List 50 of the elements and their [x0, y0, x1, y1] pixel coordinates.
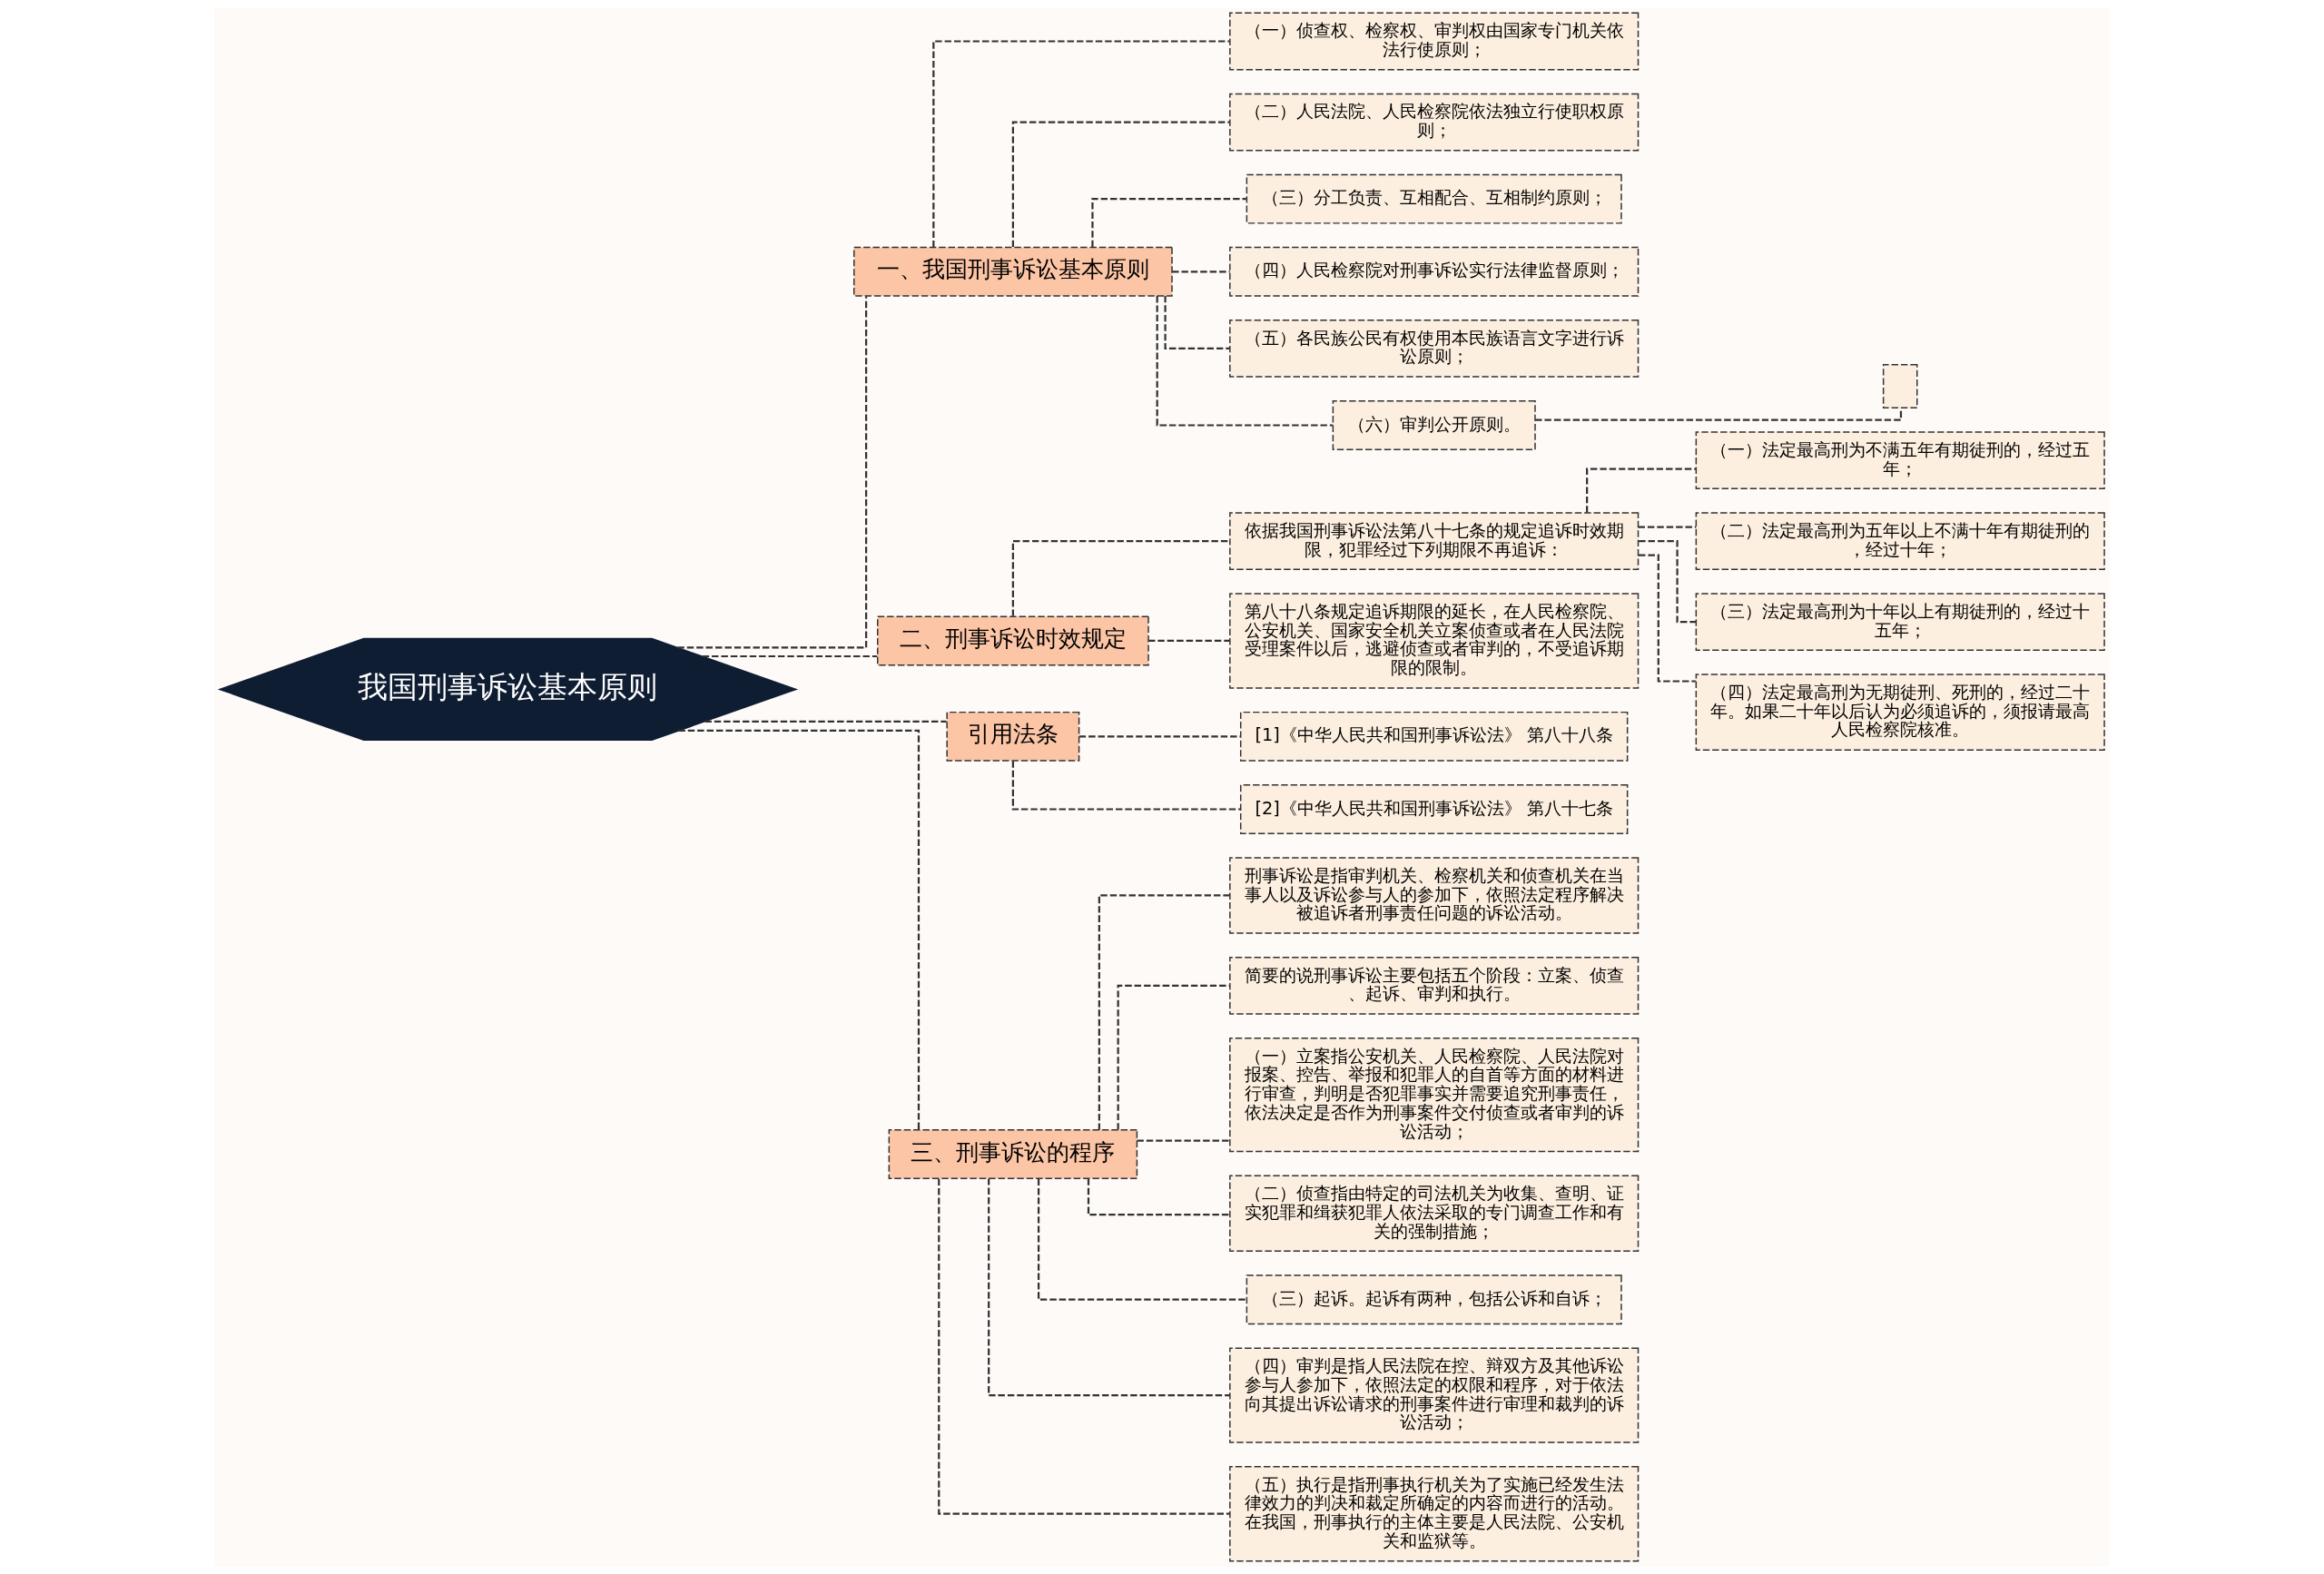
connector	[932, 40, 1230, 248]
connector	[1164, 296, 1230, 349]
connector	[704, 720, 947, 723]
connector	[1172, 271, 1230, 273]
node-box: [2]《中华人民共和国刑事诉讼法》 第八十七条	[1239, 784, 1629, 834]
node-box: 简要的说刑事诉讼主要包括五个阶段：立案、侦查、起诉、审判和执行。	[1229, 957, 1640, 1015]
node-box: 三、刑事诉讼的程序	[888, 1129, 1138, 1179]
node-box: （四）法定最高刑为无期徒刑、死刑的，经过二十年。如果二十年以后认为必须追诉的，须报请最高人民检察院核准。	[1695, 674, 2105, 751]
node-box: （五）各民族公民有权使用本民族语言文字进行诉讼原则；	[1229, 320, 1640, 378]
node-box: 引用法条	[946, 711, 1080, 762]
connector	[702, 654, 878, 658]
node-box: （一）立案指公安机关、人民检察院、人民法院对报案、控告、举报和犯罪人的自首等方面的材料进行审查，判明是否犯罪事实并需要追究刑事责任，依法决定是否作为刑事案件交付侦查或者审判的诉讼活动；	[1229, 1038, 1640, 1153]
connector	[1011, 761, 1241, 811]
connector	[677, 296, 868, 649]
connector	[938, 1178, 1230, 1515]
node-box	[1882, 363, 1918, 408]
connector	[1091, 198, 1246, 248]
node-box: （一）法定最高刑为不满五年有期徒刑的，经过五年；	[1695, 431, 2105, 489]
connector	[1639, 540, 1697, 624]
connector	[1137, 1139, 1230, 1142]
connector	[1148, 639, 1230, 643]
connector	[1638, 554, 1696, 683]
node-box: （四）审判是指人民法院在控、辩双方及其他诉讼参与人参加下，依照法定的权限和程序，对于依法向其提出诉讼请求的刑事案件进行审理和裁判的诉讼活动；	[1229, 1347, 1640, 1443]
connector	[1078, 735, 1241, 738]
node-box: （一）侦查权、检察权、审判权由国家专门机关依法行使原则；	[1229, 12, 1640, 71]
node-box: （三）起诉。起诉有两种，包括公诉和自诉；	[1246, 1274, 1622, 1325]
node-box: （三）分工负责、互相配合、互相制约原则；	[1246, 173, 1622, 224]
node-box: （四）人民检察院对刑事诉讼实行法律监督原则；	[1229, 246, 1640, 297]
connector	[1638, 526, 1697, 528]
connector	[1156, 296, 1334, 427]
node-box: 一、我国刑事诉讼基本原则	[853, 246, 1173, 297]
connector	[678, 729, 921, 1130]
connector	[1087, 1178, 1230, 1216]
node-box: 二、刑事诉讼时效规定	[877, 615, 1149, 666]
connector	[1586, 467, 1697, 513]
node-box: （二）人民法院、人民检察院依法独立行使职权原则；	[1229, 93, 1640, 152]
node-box: （五）执行是指刑事执行机关为了实施已经发生法律效力的判决和裁定所确定的内容而进行的活动。在我国，刑事执行的主体主要是人民法院、公安机关和监狱等。	[1229, 1466, 1640, 1562]
node-box: （六）审判公开原则。	[1332, 400, 1536, 450]
connector	[988, 1178, 1230, 1397]
connector	[1011, 540, 1230, 616]
node-box: 第八十八条规定追诉期限的延长，在人民检察院、公安机关、国家安全机关立案侦查或者在人民法院受理案件以后，逃避侦查或者审判的，不受追诉期限的限制。	[1229, 593, 1640, 689]
node-box: （二）侦查指由特定的司法机关为收集、查明、证实犯罪和缉获犯罪人依法采取的专门调查工作和有关的强制措施；	[1229, 1175, 1640, 1253]
node-box: 依据我国刑事诉讼法第八十七条的规定追诉时效期限，犯罪经过下列期限不再追诉：	[1229, 512, 1640, 571]
node-box: （三）法定最高刑为十年以上有期徒刑的，经过十五年；	[1695, 593, 2105, 652]
node-box: （二）法定最高刑为五年以上不满十年有期徒刑的，经过十年；	[1695, 512, 2105, 571]
node-box: 刑事诉讼是指审判机关、检察机关和侦查机关在当事人以及诉讼参与人的参加下，依照法定程序解决被追诉者刑事责任问题的诉讼活动。	[1229, 857, 1640, 934]
connector	[1037, 1178, 1247, 1301]
connector	[1098, 894, 1230, 1130]
node-box: [1]《中华人民共和国刑事诉讼法》 第八十八条	[1239, 711, 1629, 762]
connector	[1011, 121, 1230, 248]
